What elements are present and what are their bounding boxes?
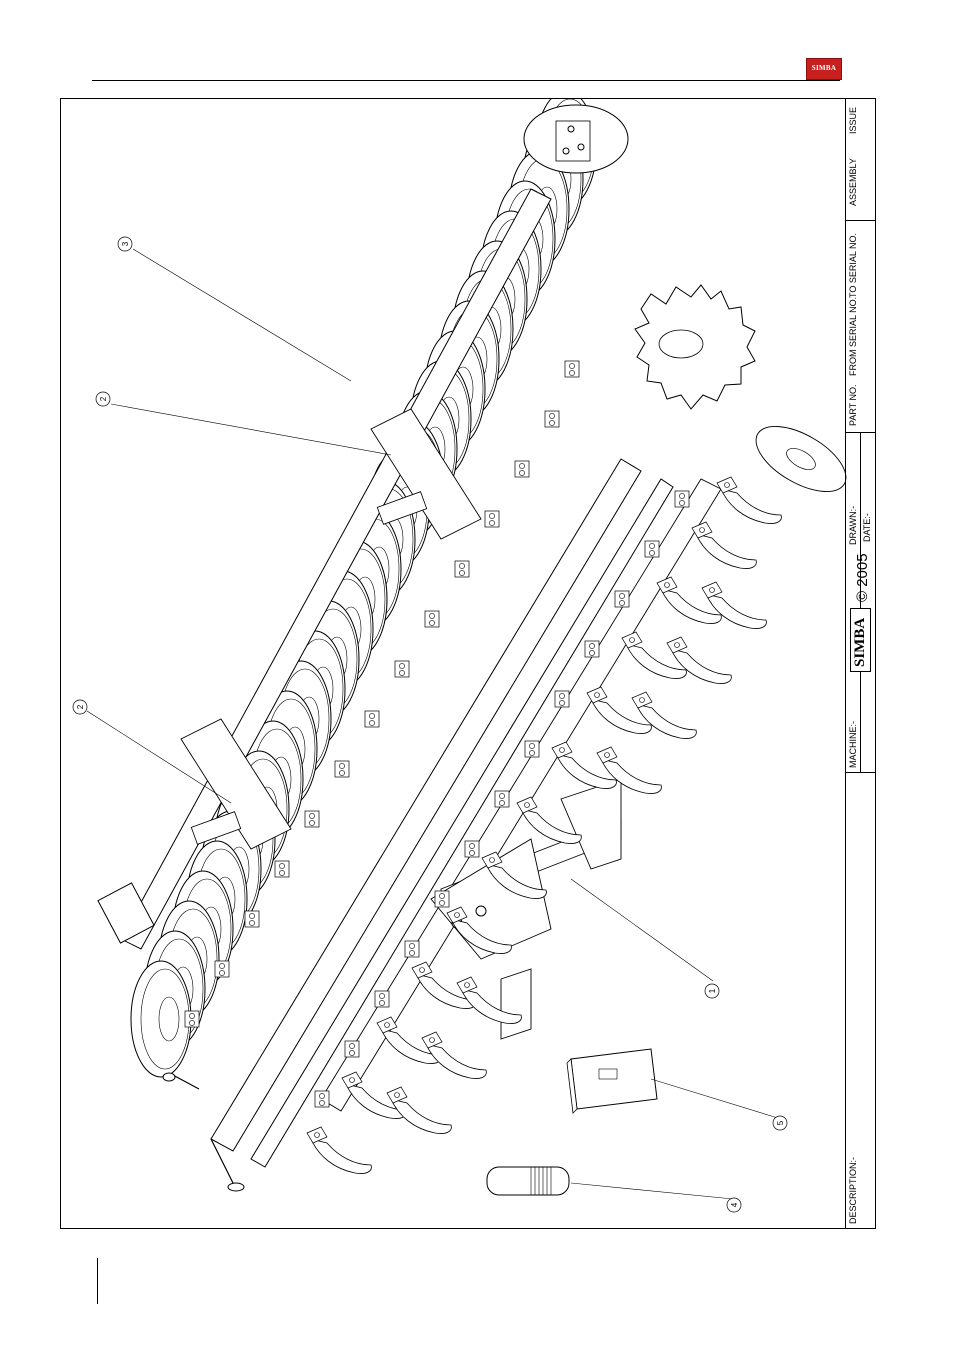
- exploded-assembly-drawing: 3 2 2 1 5 4: [61, 99, 877, 1230]
- title-block-divider: [845, 98, 846, 1229]
- callout-1: 1: [708, 988, 717, 993]
- to-serial-label: TO SERIAL NO.: [848, 233, 858, 298]
- end-discs: [635, 285, 856, 505]
- spare-bolt-cylinder: [487, 1167, 569, 1195]
- assembly-label: ASSEMBLY: [848, 158, 858, 206]
- title-block-mid-line: [860, 432, 861, 772]
- callout-4: 4: [730, 1202, 739, 1207]
- title-block-sep-1: [845, 772, 876, 773]
- machine-label: MACHINE:-: [848, 721, 858, 768]
- part-no-label: PART NO.: [848, 384, 858, 426]
- simba-logo-text: SIMBA: [807, 64, 841, 72]
- date-label: DATE:-: [862, 513, 872, 542]
- simba-logo: SIMBA: [806, 58, 842, 80]
- title-block-sep-3: [845, 220, 876, 221]
- header-rule: [92, 80, 840, 81]
- title-block-logo-text: SIMBA: [852, 618, 868, 667]
- callout-5: 5: [776, 1120, 785, 1125]
- issue-label: ISSUE: [848, 107, 858, 134]
- drawn-label: DRAWN:-: [848, 506, 858, 545]
- description-label: DESCRIPTION:-: [848, 1157, 858, 1224]
- callout-2a: 2: [99, 396, 108, 401]
- callout-2b: 2: [76, 704, 85, 709]
- title-block-logo: SIMBA: [850, 608, 871, 672]
- operator-manual: [567, 1049, 657, 1113]
- drawing-sheet: 3 2 2 1 5 4: [60, 98, 876, 1229]
- copyright-text: © 2005: [855, 553, 871, 602]
- from-serial-label: FROM SERIAL NO.: [848, 297, 858, 376]
- callout-3: 3: [121, 241, 130, 246]
- footer-rule: [97, 1258, 98, 1304]
